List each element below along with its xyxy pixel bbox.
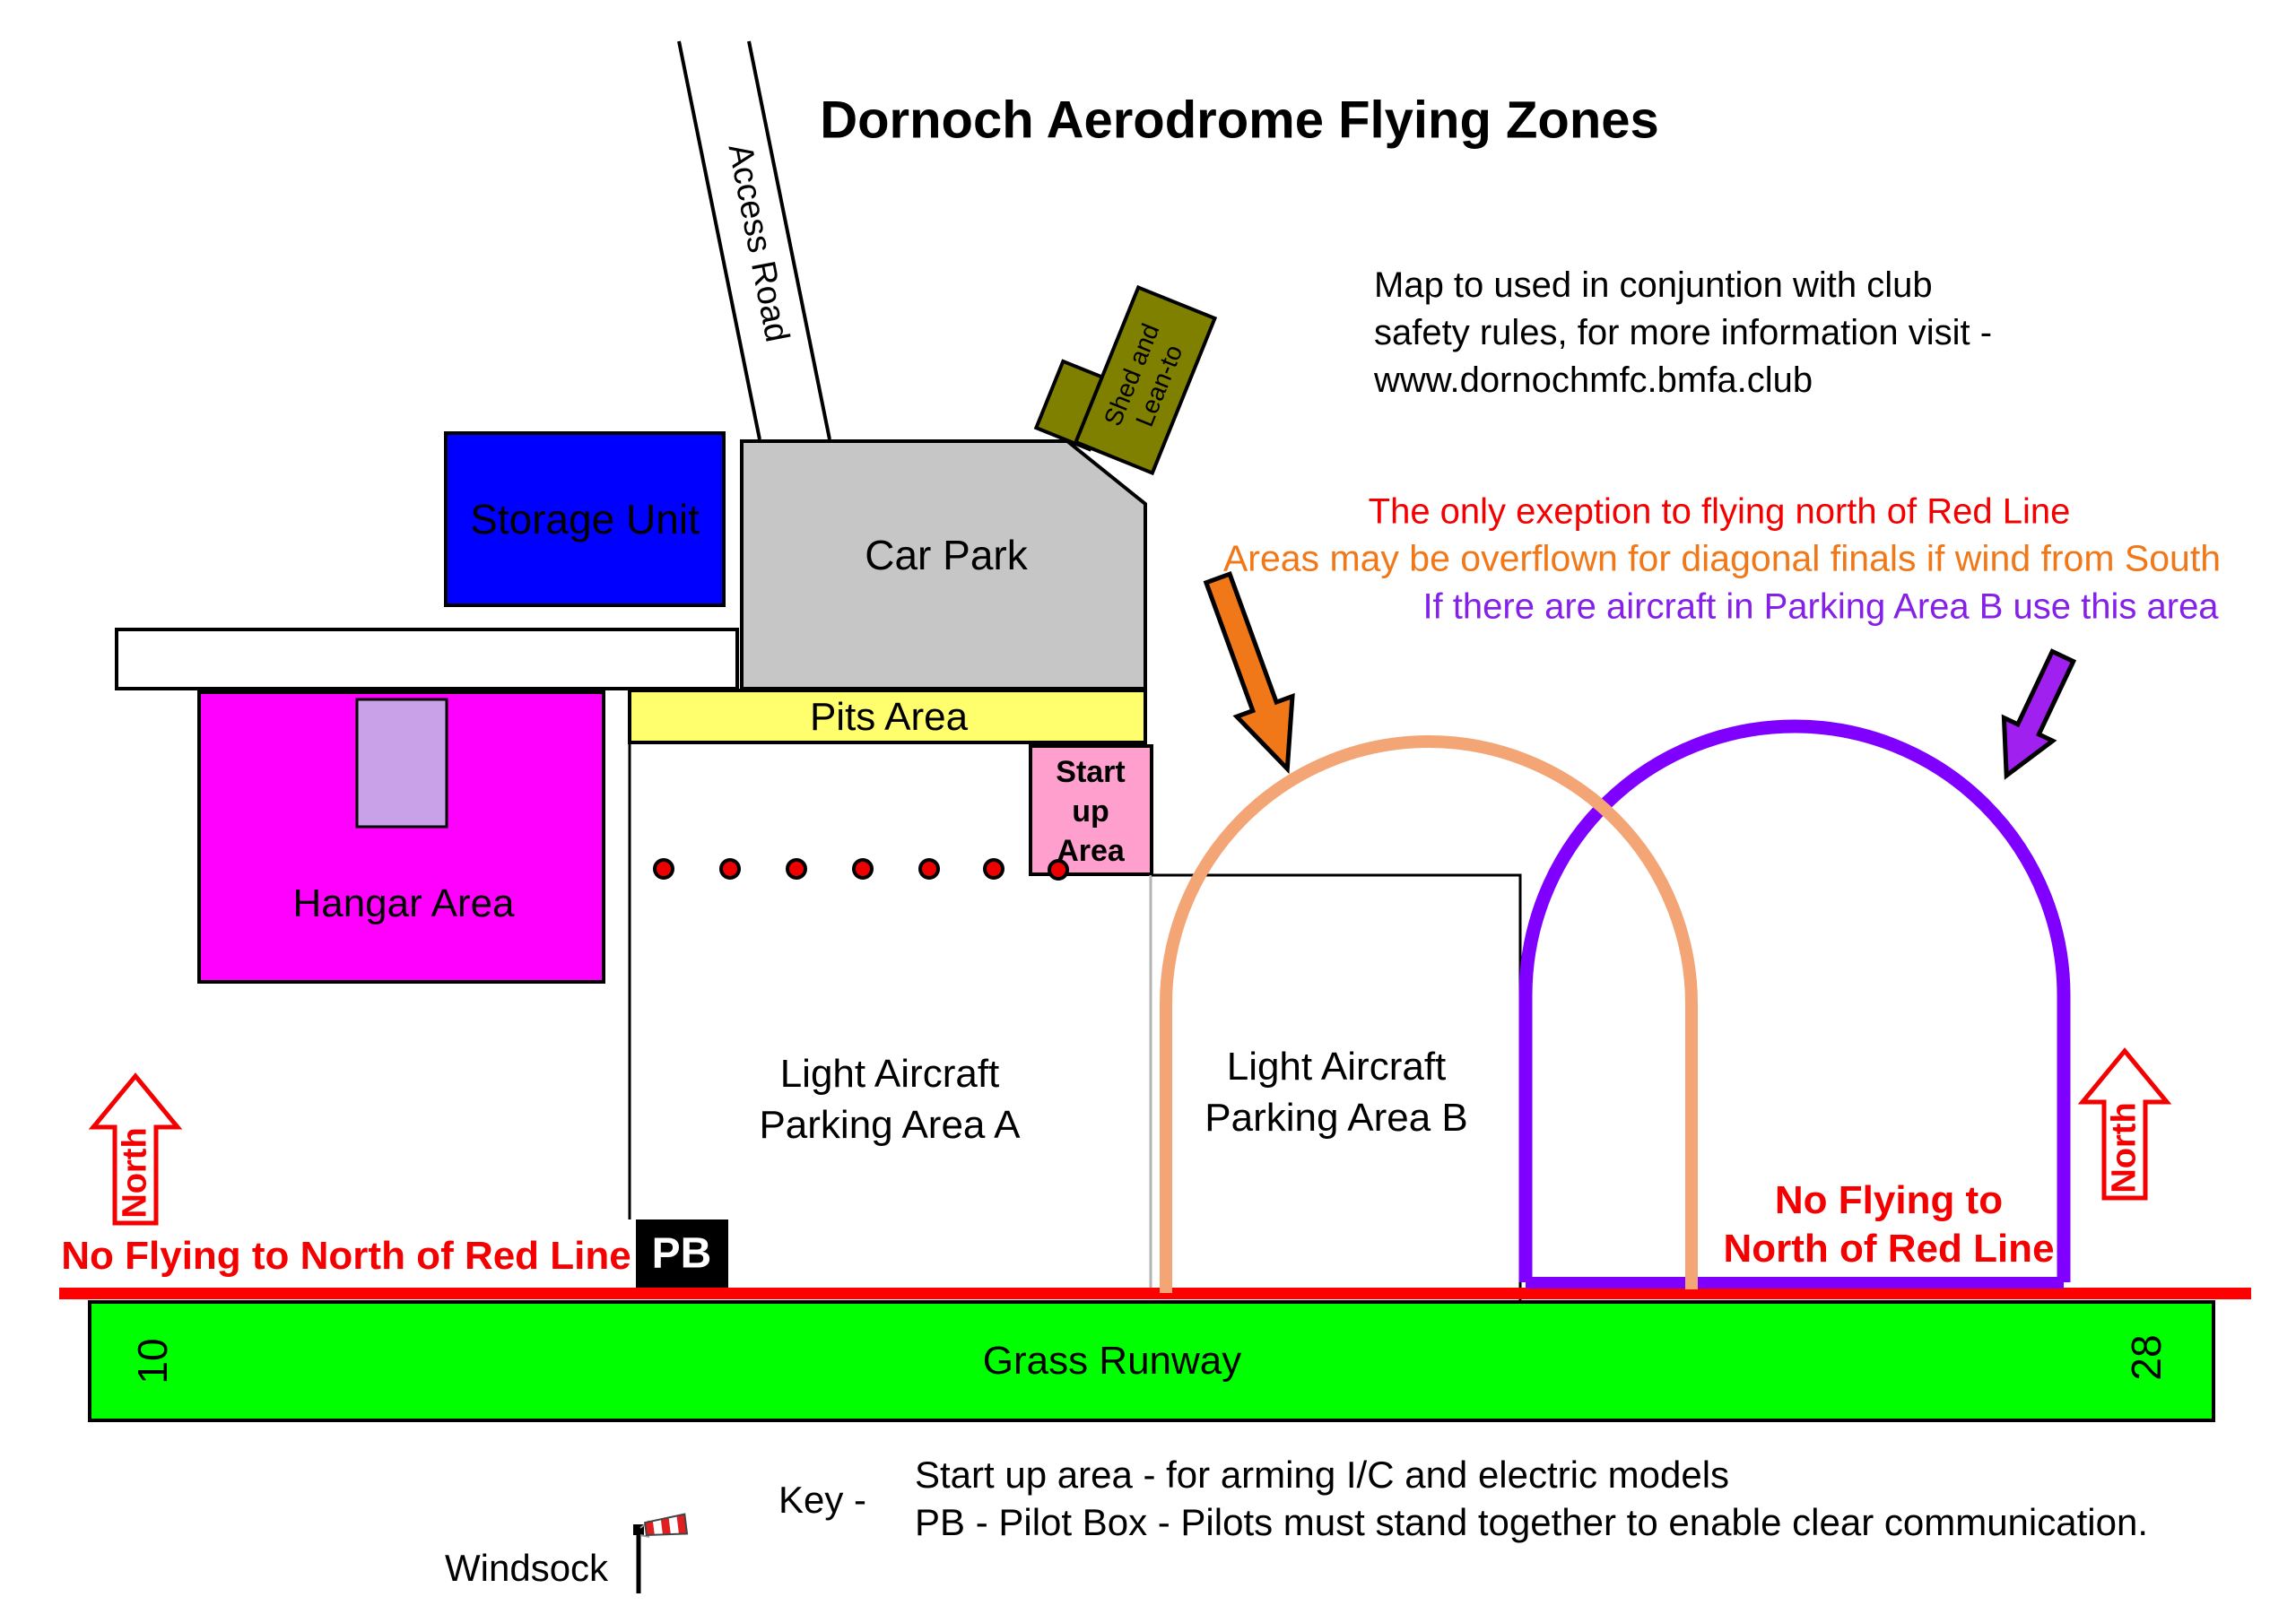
car-park-shape (740, 439, 1147, 690)
startup-label-line2: up (1072, 794, 1109, 829)
pits-area-shape (628, 689, 1147, 744)
parking-a-line2: Parking Area A (759, 1103, 1021, 1147)
north-label-left: North (116, 1127, 154, 1219)
windsock-icon (633, 1513, 689, 1593)
pilot-box-shape (636, 1219, 728, 1288)
pits-area-label: Pits Area (809, 695, 969, 739)
info-note: Map to used in conjuntion with club safe… (1374, 262, 1992, 404)
info-note-line2: safety rules, for more information visit… (1374, 313, 1993, 352)
red-line (59, 1288, 2251, 1299)
runway-number-28: 28 (2123, 1334, 2170, 1381)
parking-a-line1: Light Aircraft (779, 1052, 1000, 1096)
startup-area-label: Start up Area (1056, 752, 1125, 871)
windsock-label: Windsock (445, 1547, 609, 1589)
runway-label: Grass Runway (982, 1339, 1242, 1383)
north-label-right: North (2105, 1102, 2144, 1193)
parking-area-b-label: Light Aircraft Parking Area B (1205, 1041, 1468, 1143)
key-label: Key - (778, 1479, 867, 1521)
purple-arrow-icon (2001, 648, 2077, 780)
car-park-label: Car Park (865, 532, 1028, 578)
startup-area-shape (1029, 744, 1153, 876)
key-line1: Start up area - for arming I/C and elect… (915, 1454, 1730, 1496)
parking-b-line2: Parking Area B (1205, 1096, 1468, 1140)
info-note-line3: www.dornochmfc.bmfa.club (1374, 360, 1813, 400)
grass-runway-shape (88, 1300, 2215, 1422)
building-bar-shape (115, 628, 739, 690)
access-road-right-edge (747, 40, 831, 440)
shed-shape (1073, 284, 1218, 476)
no-fly-warning-right: No Flying to North of Red Line (1723, 1176, 2054, 1273)
startup-label-line3: Area (1057, 834, 1125, 868)
hangar-area-shape (197, 690, 605, 984)
orange-flying-zone-arch (1160, 735, 1698, 1293)
north-arrow-right-icon (2077, 1047, 2172, 1201)
access-road-left-edge (677, 40, 761, 440)
annotation-red-exception: The only exeption to flying north of Red… (1368, 491, 2071, 532)
hangar-area-label: Hangar Area (292, 881, 515, 925)
startup-label-line1: Start (1056, 755, 1126, 789)
orange-arrow-icon (1203, 571, 1295, 775)
info-note-line1: Map to used in conjuntion with club (1374, 265, 1933, 305)
no-fly-right-line1: No Flying to (1774, 1178, 2004, 1222)
parking-b-line1: Light Aircraft (1226, 1045, 1447, 1089)
purple-zone-baseline (1526, 1277, 2064, 1289)
key-text: Start up area - for arming I/C and elect… (915, 1451, 2148, 1546)
no-fly-warning-left: No Flying to North of Red Line (61, 1234, 631, 1278)
hangar-inner-building-shape (355, 698, 448, 829)
storage-unit-label: Storage Unit (470, 496, 700, 542)
north-arrow-left-icon (88, 1072, 183, 1226)
runway-number-10: 10 (129, 1338, 176, 1384)
no-fly-right-line2: North of Red Line (1723, 1227, 2055, 1271)
page-title: Dornoch Aerodrome Flying Zones (820, 91, 1659, 150)
storage-unit-shape (444, 431, 726, 607)
parking-area-a-label: Light Aircraft Parking Area A (759, 1048, 1020, 1150)
purple-flying-zone-arch (1518, 719, 2071, 1282)
annotation-purple-use-area: If there are aircraft in Parking Area B … (1422, 586, 2219, 627)
pilot-station-dots (653, 858, 1069, 881)
key-line2: PB - Pilot Box - Pilots must stand toget… (915, 1501, 2148, 1543)
pilot-box-label: PB (651, 1229, 712, 1278)
annotation-orange-overflown: Areas may be overflown for diagonal fina… (1222, 537, 2222, 579)
